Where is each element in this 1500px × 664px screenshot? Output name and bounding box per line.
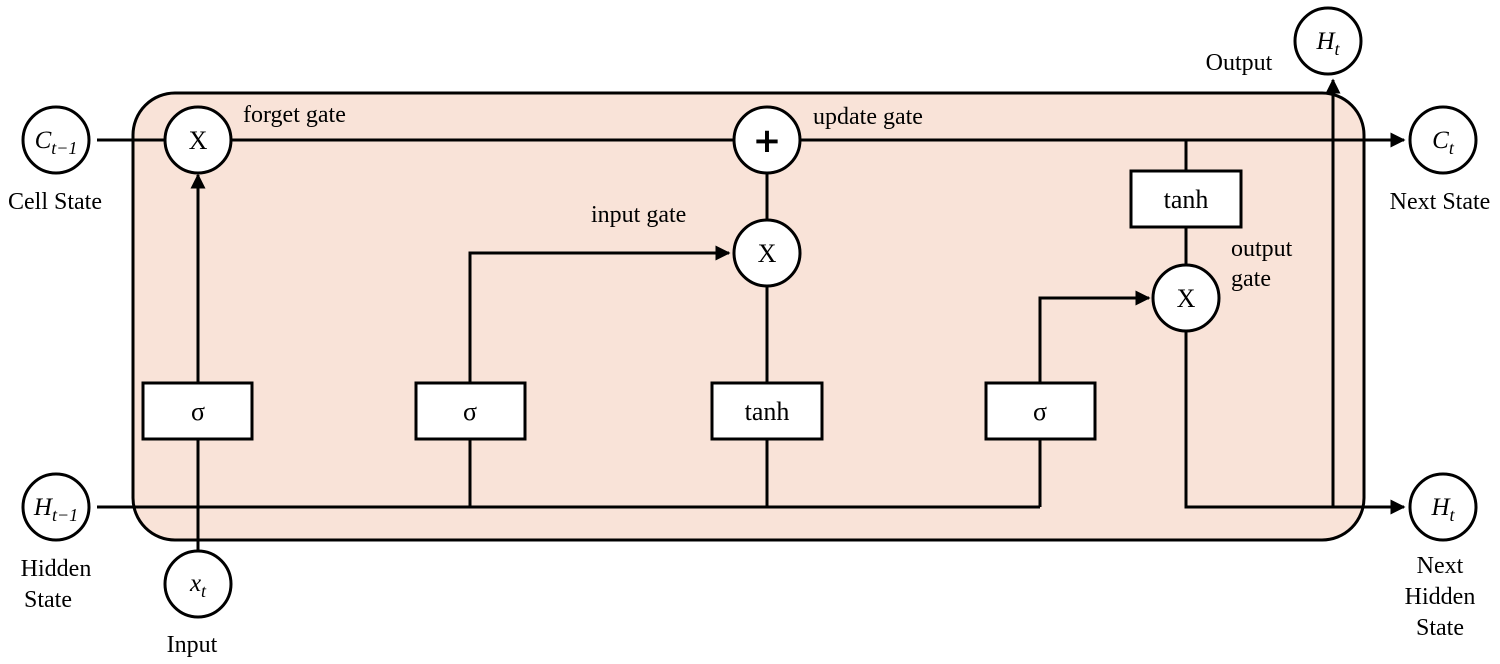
next-state-label: Next State [1390, 189, 1491, 215]
c-next-node [1408, 105, 1478, 175]
h-out-node [1293, 6, 1363, 76]
input-label: Input [167, 632, 218, 658]
input-multiply-node [732, 218, 802, 288]
c-prev-symbol: Ct−1 [35, 127, 78, 158]
output-gate-label-1: output [1231, 236, 1293, 262]
cell-state-label: Cell State [8, 189, 102, 215]
c-prev-node [21, 105, 91, 175]
next-hidden-label-3: State [1416, 615, 1464, 641]
candidate-tanh-box [710, 381, 824, 441]
input-sigma-box [414, 381, 527, 441]
h-next-symbol: Ht [1430, 494, 1455, 525]
next-hidden-line [1184, 331, 1406, 515]
output-multiply-symbol: X [1177, 284, 1196, 313]
update-gate-label: update gate [813, 104, 923, 130]
forget-multiply-symbol: X [189, 126, 208, 155]
h-prev-symbol: Ht−1 [33, 494, 78, 525]
forget-multiply-node [163, 105, 233, 175]
input-multiply-symbol: X [758, 239, 777, 268]
forget-sigma-box [141, 381, 254, 441]
input-gate-label: input gate [591, 202, 686, 228]
input-sigma-label: σ [463, 397, 477, 426]
forget-gate-label: forget gate [243, 102, 346, 128]
candidate-tanh-label: tanh [745, 397, 790, 426]
h-prev-node [21, 472, 91, 542]
update-add-node [732, 105, 802, 175]
hidden-state-label-2: State [24, 587, 72, 613]
output-gate-label-2: gate [1231, 266, 1271, 292]
output-multiply-node [1151, 263, 1221, 333]
x-in-symbol: xt [189, 570, 207, 601]
output-label: Output [1206, 50, 1273, 76]
next-hidden-label-1: Next [1417, 553, 1464, 579]
output-sigma-box [984, 381, 1097, 441]
cell-tanh-label: tanh [1164, 185, 1209, 214]
output-sigma-label: σ [1033, 397, 1047, 426]
update-add-symbol: + [753, 121, 782, 161]
hidden-state-label-1: Hidden [21, 556, 92, 582]
cell-tanh-box [1129, 169, 1243, 229]
next-hidden-label-2: Hidden [1405, 584, 1476, 610]
forget-sigma-label: σ [191, 397, 205, 426]
h-next-node [1408, 472, 1478, 542]
output-gate-arrow [1038, 290, 1151, 383]
h-out-symbol: Ht [1315, 28, 1340, 59]
c-next-symbol: Ct [1432, 127, 1455, 158]
input-gate-arrow [468, 245, 731, 383]
x-in-node [163, 549, 233, 619]
